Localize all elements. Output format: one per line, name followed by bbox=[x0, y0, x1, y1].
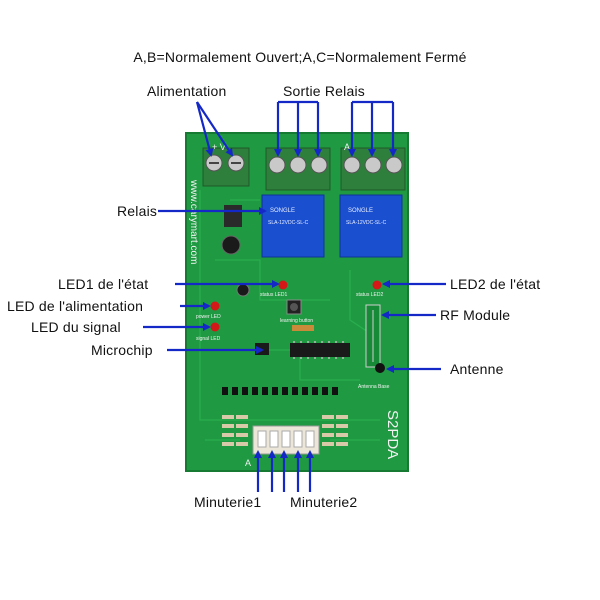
silk-antenna: Antenna Base bbox=[358, 384, 390, 390]
relay1-model: SLA-12VDC-SL-C bbox=[268, 220, 309, 226]
silk-terminal-letter-bottom: A bbox=[245, 458, 251, 468]
regulator bbox=[224, 205, 242, 227]
arrow-alim-2 bbox=[196, 101, 234, 157]
silk-signal-led: signal LED bbox=[196, 336, 221, 342]
label-led1: LED1 de l'état bbox=[58, 276, 149, 292]
silk-power-led: power LED bbox=[196, 314, 221, 320]
rf-module bbox=[365, 304, 381, 368]
signal-led bbox=[210, 322, 220, 332]
silk-learning: learning button bbox=[280, 318, 313, 324]
dip-switch bbox=[252, 425, 320, 455]
silk-website: www.carymart.com bbox=[188, 179, 199, 264]
label-led2: LED2 de l'état bbox=[450, 276, 541, 292]
label-alimentation: Alimentation bbox=[147, 83, 227, 99]
label-led-alimentation: LED de l'alimentation bbox=[7, 298, 144, 314]
relay2: SONGLE SLA-12VDC-SL-C bbox=[339, 194, 403, 258]
relay1: SONGLE SLA-12VDC-SL-C bbox=[261, 194, 325, 258]
silk-status-led2: status LED2 bbox=[356, 292, 383, 298]
label-minuterie1: Minuterie1 bbox=[194, 494, 262, 510]
microchip bbox=[290, 341, 350, 359]
silk-terminal-power: + V- bbox=[212, 142, 228, 152]
label-antenne: Antenne bbox=[450, 361, 504, 377]
label-microchip: Microchip bbox=[91, 342, 153, 358]
resistor-columns bbox=[222, 415, 348, 446]
annotation-arrows bbox=[143, 100, 446, 492]
status-led2 bbox=[372, 280, 382, 290]
relay1-brand: SONGLE bbox=[270, 208, 295, 214]
capacitor-small bbox=[236, 283, 250, 297]
silk-status-led1: status LED1 bbox=[260, 292, 287, 298]
board-model: S2PDA bbox=[384, 410, 401, 459]
label-led-signal: LED du signal bbox=[31, 319, 121, 335]
antenna-base bbox=[375, 363, 385, 373]
transistor-row bbox=[222, 387, 338, 395]
resistor bbox=[292, 325, 314, 331]
label-minuterie2: Minuterie2 bbox=[290, 494, 358, 510]
capacitor bbox=[221, 235, 241, 255]
status-led1 bbox=[278, 280, 288, 290]
arrow-alim-1 bbox=[195, 101, 214, 157]
label-relais: Relais bbox=[117, 203, 158, 219]
silk-terminal-letter: A bbox=[344, 142, 350, 152]
label-rf-module: RF Module bbox=[440, 307, 511, 323]
relay2-brand: SONGLE bbox=[348, 208, 373, 214]
label-sortie-relais: Sortie Relais bbox=[283, 83, 365, 99]
caption: A,B=Normalement Ouvert;A,C=Normalement F… bbox=[133, 49, 467, 65]
power-led bbox=[210, 301, 220, 311]
relay2-model: SLA-12VDC-SL-C bbox=[346, 220, 387, 226]
